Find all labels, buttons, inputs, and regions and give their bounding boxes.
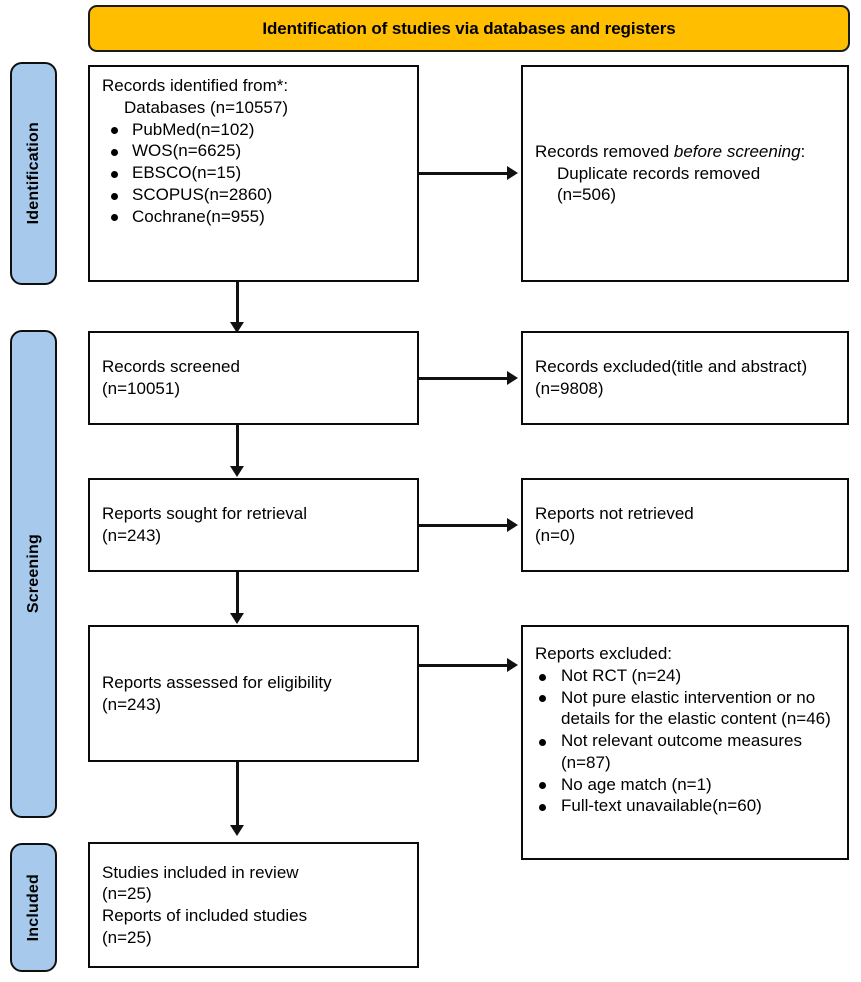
connector-assessed-to-excluded bbox=[419, 664, 508, 667]
studies-included-count1: (n=25) bbox=[102, 884, 152, 904]
box-records-removed: Records removed before screening: Duplic… bbox=[521, 65, 849, 282]
studies-included-count2: (n=25) bbox=[102, 927, 152, 947]
stage-tab-identification: Identification bbox=[10, 62, 57, 285]
records-screened-count: (n=10051) bbox=[102, 379, 180, 398]
stage-tab-screening-label: Screening bbox=[24, 534, 42, 614]
records-identified-title: Records identified from*: bbox=[102, 76, 289, 95]
connector-identified-to-removed bbox=[419, 172, 508, 175]
arrowhead-down-screened-to-sought bbox=[230, 466, 244, 477]
banner-label: Identification of studies via databases … bbox=[262, 18, 676, 38]
box-reports-assessed: Reports assessed for eligibility (n=243) bbox=[88, 625, 419, 762]
studies-included-line1: Studies included in review bbox=[102, 862, 299, 882]
studies-included-line2: Reports of included studies bbox=[102, 906, 308, 925]
connector-screened-to-sought bbox=[236, 425, 239, 470]
reports-sought-label: Reports sought for retrieval bbox=[102, 504, 308, 524]
reports-excluded-title: Reports excluded: bbox=[535, 644, 673, 663]
box-records-screened: Records screened (n=10051) bbox=[88, 331, 419, 425]
arrowhead-right-identified-to-removed bbox=[507, 166, 518, 180]
box-reports-not-retrieved: Reports not retrieved (n=0) bbox=[521, 478, 849, 572]
list-item: WOS(n=6625) bbox=[102, 140, 407, 162]
list-item: Not relevant outcome measures (n=87) bbox=[535, 730, 837, 774]
records-removed-lead-tail: : bbox=[800, 141, 806, 161]
reports-not-retrieved-count: (n=0) bbox=[535, 526, 576, 545]
box-reports-sought: Reports sought for retrieval (n=243) bbox=[88, 478, 419, 572]
connector-sought-to-not-retrieved bbox=[419, 524, 508, 527]
stage-tab-included-label: Included bbox=[24, 873, 42, 942]
records-removed-lead: Records removed before screening: bbox=[535, 141, 837, 163]
stage-tab-identification-label: Identification bbox=[24, 122, 42, 225]
reports-assessed-label: Reports assessed for eligibility bbox=[102, 672, 332, 692]
list-item: No age match (n=1) bbox=[535, 774, 837, 796]
arrowhead-right-assessed-to-excluded bbox=[507, 658, 518, 672]
records-removed-detail: Duplicate records removed bbox=[557, 163, 761, 183]
records-removed-count: (n=506) bbox=[557, 185, 617, 205]
box-records-excluded: Records excluded(title and abstract)(n=9… bbox=[521, 331, 849, 425]
arrowhead-right-screened-to-excluded bbox=[507, 371, 518, 385]
list-item: EBSCO(n=15) bbox=[102, 162, 407, 184]
records-identified-source-list: PubMed(n=102) WOS(n=6625) EBSCO(n=15) SC… bbox=[102, 119, 407, 228]
box-studies-included: Studies included in review (n=25) Report… bbox=[88, 842, 419, 968]
connector-sought-to-assessed bbox=[236, 572, 239, 617]
reports-excluded-reason-list: Not RCT (n=24) Not pure elastic interven… bbox=[535, 665, 837, 817]
list-item: Not RCT (n=24) bbox=[535, 665, 837, 687]
list-item: Full-text unavailable(n=60) bbox=[535, 795, 837, 817]
arrowhead-down-assessed-to-included bbox=[230, 825, 244, 836]
arrowhead-right-sought-to-not-retrieved bbox=[507, 518, 518, 532]
stage-tab-screening: Screening bbox=[10, 330, 57, 818]
list-item: Not pure elastic intervention or no deta… bbox=[535, 687, 837, 731]
box-reports-excluded: Reports excluded: Not RCT (n=24) Not pur… bbox=[521, 625, 849, 860]
connector-assessed-to-included bbox=[236, 762, 239, 826]
records-removed-lead-text: Records removed bbox=[535, 141, 674, 161]
reports-sought-count: (n=243) bbox=[102, 526, 162, 545]
connector-identified-to-screened bbox=[236, 282, 239, 327]
records-screened-label: Records screened bbox=[102, 357, 240, 377]
list-item: Cochrane(n=955) bbox=[102, 206, 407, 228]
connector-screened-to-excluded bbox=[419, 377, 508, 380]
stage-tab-included: Included bbox=[10, 843, 57, 972]
reports-assessed-count: (n=243) bbox=[102, 694, 162, 714]
arrowhead-down-identified-to-screened bbox=[230, 322, 244, 333]
arrowhead-down-sought-to-assessed bbox=[230, 613, 244, 624]
box-records-identified: Records identified from*: Databases (n=1… bbox=[88, 65, 419, 282]
diagram-banner-title: Identification of studies via databases … bbox=[88, 5, 850, 52]
reports-not-retrieved-label: Reports not retrieved bbox=[535, 504, 694, 524]
records-excluded-label: Records excluded(title and abstract)(n=9… bbox=[535, 357, 808, 398]
records-identified-subtitle: Databases (n=10557) bbox=[124, 97, 288, 117]
list-item: PubMed(n=102) bbox=[102, 119, 407, 141]
records-removed-emphasis: before screening bbox=[673, 141, 801, 161]
list-item: SCOPUS(n=2860) bbox=[102, 184, 407, 206]
